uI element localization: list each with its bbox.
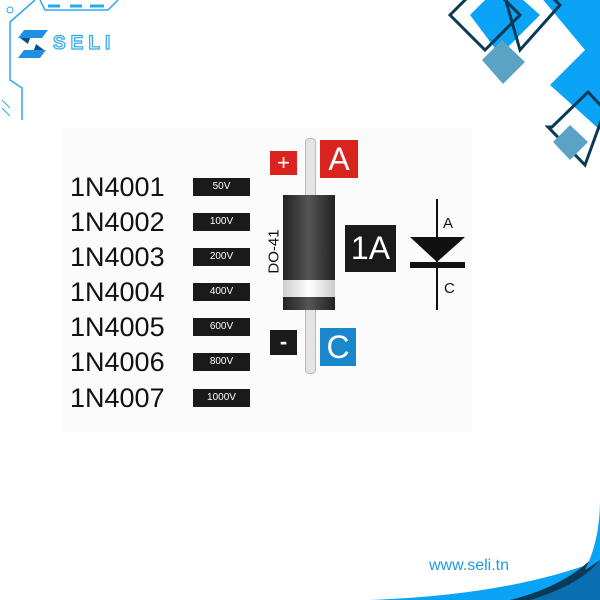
corner-decoration <box>447 0 600 168</box>
cathode-label: C <box>320 328 356 366</box>
part-number: 1N4003 <box>70 242 165 272</box>
bottom-swoosh <box>370 500 600 600</box>
plus-label: + <box>270 151 297 175</box>
current-rating: 1A <box>345 225 396 272</box>
voltage-badge: 200V <box>193 248 250 266</box>
part-number: 1N4001 <box>70 172 165 202</box>
logo-frame <box>1 0 119 120</box>
anode-label: A <box>320 140 358 178</box>
symbol-anode-label: A <box>443 215 454 232</box>
symbol-cathode-label: C <box>444 280 455 297</box>
voltage-badge: 50V <box>193 178 250 196</box>
voltage-badge: 100V <box>193 213 250 231</box>
minus-label: - <box>270 330 297 355</box>
voltage-badge: 1000V <box>193 389 250 407</box>
part-number: 1N4007 <box>70 383 165 413</box>
part-number: 1N4006 <box>70 347 165 377</box>
package-label: DO-41 <box>265 229 283 274</box>
voltage-badge: 600V <box>193 318 250 336</box>
diode-symbol-icon <box>410 199 465 310</box>
logo-icon <box>18 30 48 58</box>
part-number: 1N4004 <box>70 277 165 307</box>
product-image <box>62 128 472 432</box>
brand-name: SELI <box>52 32 116 54</box>
part-number: 1N4005 <box>70 312 165 342</box>
website-link[interactable]: www.seli.tn <box>429 557 510 574</box>
voltage-badge: 400V <box>193 283 250 301</box>
part-number: 1N4002 <box>70 207 165 237</box>
cathode-band <box>283 280 335 297</box>
voltage-badge: 800V <box>193 353 250 371</box>
